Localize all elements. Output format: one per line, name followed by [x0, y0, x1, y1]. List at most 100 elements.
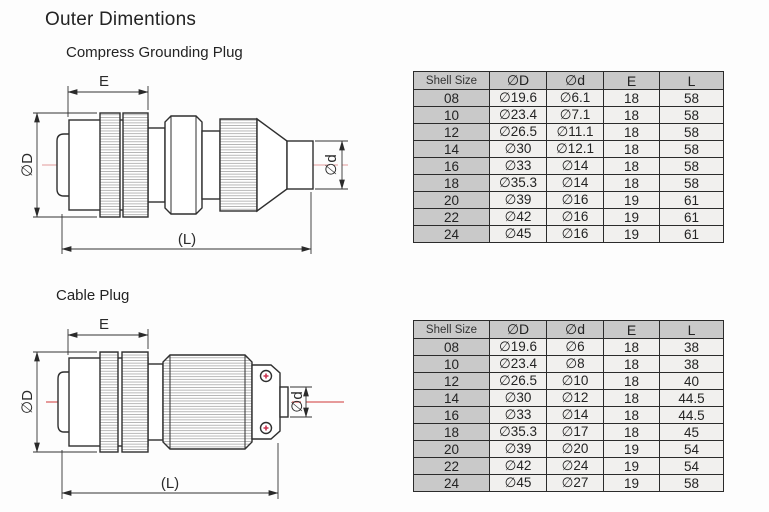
value-cell: 18 [603, 355, 660, 373]
outer-dia-label: ∅D [19, 390, 36, 414]
col-header: ∅d [546, 320, 604, 339]
value-cell: ∅42 [489, 457, 547, 475]
value-cell: ∅45 [489, 225, 547, 243]
knurled-ring-2 [122, 112, 149, 218]
value-cell: 61 [659, 191, 724, 209]
value-cell: 19 [603, 191, 660, 209]
taper-cone [256, 117, 288, 213]
shell-size-cell: 20 [413, 191, 490, 209]
value-cell: ∅8 [546, 355, 604, 373]
value-cell: 38 [659, 355, 724, 373]
value-cell: 61 [659, 208, 724, 226]
shell-size-cell: 16 [413, 406, 490, 424]
value-cell: 58 [659, 174, 724, 192]
value-cell: ∅33 [489, 406, 547, 424]
value-cell: 19 [603, 474, 660, 492]
value-cell: ∅23.4 [489, 355, 547, 373]
col-header: E [603, 71, 660, 90]
col-header: L [659, 71, 724, 90]
dimension-length [61, 443, 279, 499]
value-cell: ∅12.1 [546, 140, 604, 158]
value-cell: ∅30 [489, 389, 547, 407]
value-cell: ∅19.6 [489, 338, 547, 356]
value-cell: ∅19.6 [489, 89, 547, 107]
value-cell: ∅35.3 [489, 174, 547, 192]
value-cell: 61 [659, 225, 724, 243]
value-cell: ∅24 [546, 457, 604, 475]
shell-size-cell: 18 [413, 423, 490, 441]
value-cell: ∅30 [489, 140, 547, 158]
shell-size-cell: 10 [413, 355, 490, 373]
value-cell: ∅7.1 [546, 106, 604, 124]
col-header: ∅D [489, 320, 547, 339]
length-label: (L) [178, 231, 196, 248]
shell-size-cell: 16 [413, 157, 490, 175]
shell-size-cell: 14 [413, 389, 490, 407]
shell-size-cell: 22 [413, 457, 490, 475]
value-cell: ∅10 [546, 372, 604, 390]
value-cell: ∅17 [546, 423, 604, 441]
shell-size-cell: 12 [413, 372, 490, 390]
shell-size-cell: 10 [413, 106, 490, 124]
value-cell: 58 [659, 474, 724, 492]
neck-1 [147, 127, 166, 203]
shell-size-cell: 24 [413, 225, 490, 243]
value-cell: ∅12 [546, 389, 604, 407]
value-cell: ∅14 [546, 406, 604, 424]
value-cell: 58 [659, 157, 724, 175]
value-cell: 18 [603, 338, 660, 356]
value-cell: ∅16 [546, 225, 604, 243]
dimension-e [67, 329, 149, 355]
knurled-ring-1 [99, 351, 119, 453]
value-cell: 18 [603, 106, 660, 124]
value-cell: ∅39 [489, 191, 547, 209]
value-cell: ∅26.5 [489, 372, 547, 390]
shell-size-cell: 12 [413, 123, 490, 141]
front-cap [57, 371, 71, 433]
length-label: (L) [161, 475, 179, 492]
value-cell: ∅33 [489, 157, 547, 175]
value-cell: 18 [603, 423, 660, 441]
page-title: Outer Dimentions [45, 9, 197, 30]
value-cell: 18 [603, 140, 660, 158]
shell-size-cell: 20 [413, 440, 490, 458]
diagram1-title: Compress Grounding Plug [66, 44, 243, 61]
value-cell: 19 [603, 208, 660, 226]
value-cell: 58 [659, 140, 724, 158]
value-cell: 40 [659, 372, 724, 390]
compress-grounding-plug-drawing: E ∅D ∅d (L) [19, 73, 348, 254]
value-cell: 44.5 [659, 406, 724, 424]
e-label: E [99, 73, 109, 90]
knurled-ring-1 [99, 112, 121, 218]
col-header-shell-size: Shell Size [413, 320, 490, 339]
shell-size-cell: 08 [413, 338, 490, 356]
flange-plate [251, 364, 281, 440]
value-cell: ∅6.1 [546, 89, 604, 107]
col-header: L [659, 320, 724, 339]
dimension-inner-dia [290, 386, 312, 418]
value-cell: 19 [603, 457, 660, 475]
value-cell: ∅45 [489, 474, 547, 492]
value-cell: 18 [603, 372, 660, 390]
value-cell: ∅27 [546, 474, 604, 492]
value-cell: ∅20 [546, 440, 604, 458]
value-cell: ∅14 [546, 174, 604, 192]
rear-stub [279, 386, 289, 418]
value-cell: 18 [603, 174, 660, 192]
value-cell: ∅23.4 [489, 106, 547, 124]
inner-dia-label: ∅d [323, 154, 340, 175]
